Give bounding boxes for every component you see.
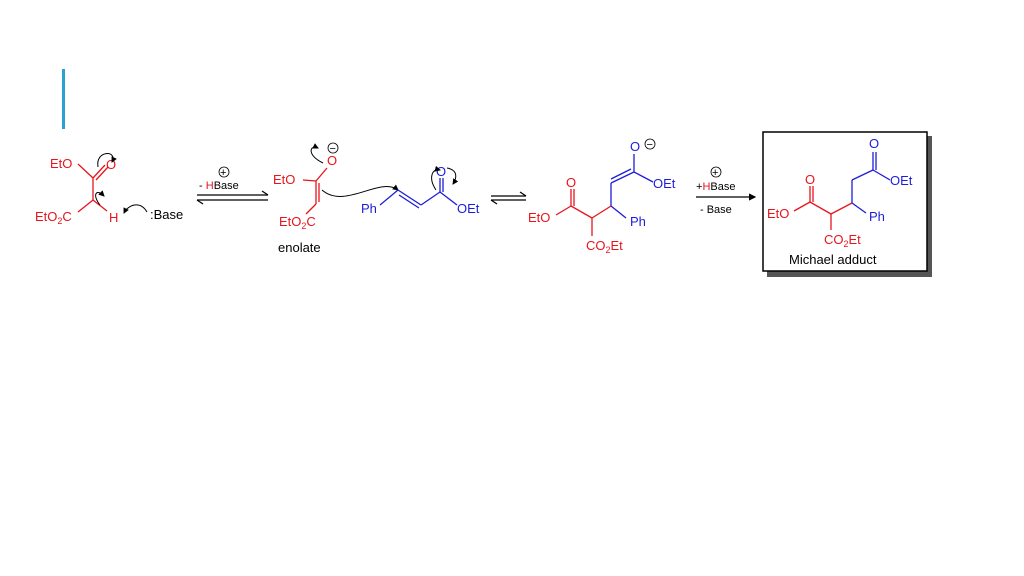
- curved-arrow: [321, 184, 399, 197]
- ethyl-cinnamate: Ph O OEt: [361, 164, 480, 216]
- minus-hbase-label: - HBase: [199, 180, 239, 192]
- positive-charge: +: [220, 167, 226, 179]
- curved-arrow: [310, 143, 324, 164]
- enolate-o-label: O: [630, 139, 640, 154]
- protonation-arrow: + +HBase - Base: [696, 166, 757, 216]
- base-label: :Base: [150, 207, 183, 222]
- minus-base-label: - Base: [700, 204, 732, 216]
- plus-hbase-label: +HBase: [696, 181, 735, 193]
- bond: [92, 164, 106, 179]
- enolate-o-label: O: [327, 153, 337, 168]
- oet-label: OEt: [457, 201, 480, 216]
- carbonyl-o-label: O: [869, 136, 879, 151]
- bond: [77, 163, 94, 179]
- bond: [95, 166, 109, 181]
- positive-charge: +: [712, 167, 718, 179]
- carbonyl-o-label: O: [566, 175, 576, 190]
- eto-label: EtO: [50, 156, 72, 171]
- curved-arrow: [123, 204, 148, 214]
- equilibrium-arrow-1: + - HBase: [196, 166, 269, 205]
- enolate-structure: EtO O − EtO2C enolate: [273, 142, 339, 255]
- eto2c-label: EtO2C: [35, 209, 72, 226]
- eto-label: EtO: [767, 206, 789, 221]
- phenyl-label: Ph: [869, 209, 885, 224]
- michael-adduct: O OEt Ph O EtO CO2Et Michael adduct: [767, 136, 913, 267]
- curved-arrow: [431, 165, 441, 191]
- product-label: Michael adduct: [789, 252, 877, 267]
- accent-bar: [62, 69, 65, 129]
- carbonyl-o-label: O: [805, 172, 815, 187]
- enolate-label: enolate: [278, 240, 321, 255]
- intermediate-enolate: O − OEt Ph O EtO CO2Et: [528, 138, 676, 255]
- equilibrium-arrow-2: [490, 191, 527, 205]
- acidic-h-label: H: [109, 210, 118, 225]
- negative-charge: −: [330, 143, 336, 155]
- curved-arrow: [97, 153, 117, 168]
- curved-arrow: [446, 167, 459, 185]
- diethyl-malonate: EtO O EtO2C H: [35, 156, 118, 226]
- phenyl-label: Ph: [361, 201, 377, 216]
- oet-label: OEt: [653, 176, 676, 191]
- oet-label: OEt: [890, 173, 913, 188]
- eto-label: EtO: [273, 172, 295, 187]
- curved-arrow: [95, 190, 105, 206]
- carbonyl-o-label: O: [436, 164, 446, 179]
- eto-label: EtO: [528, 210, 550, 225]
- product-box: [762, 131, 932, 277]
- bond: [77, 199, 94, 213]
- co2et-label: CO2Et: [586, 238, 623, 255]
- carbonyl-o-label: O: [106, 157, 116, 172]
- negative-charge: −: [647, 139, 653, 151]
- bond: [92, 199, 108, 212]
- co2et-label: CO2Et: [824, 232, 861, 249]
- phenyl-label: Ph: [630, 214, 646, 229]
- eto2c-label: EtO2C: [279, 214, 316, 231]
